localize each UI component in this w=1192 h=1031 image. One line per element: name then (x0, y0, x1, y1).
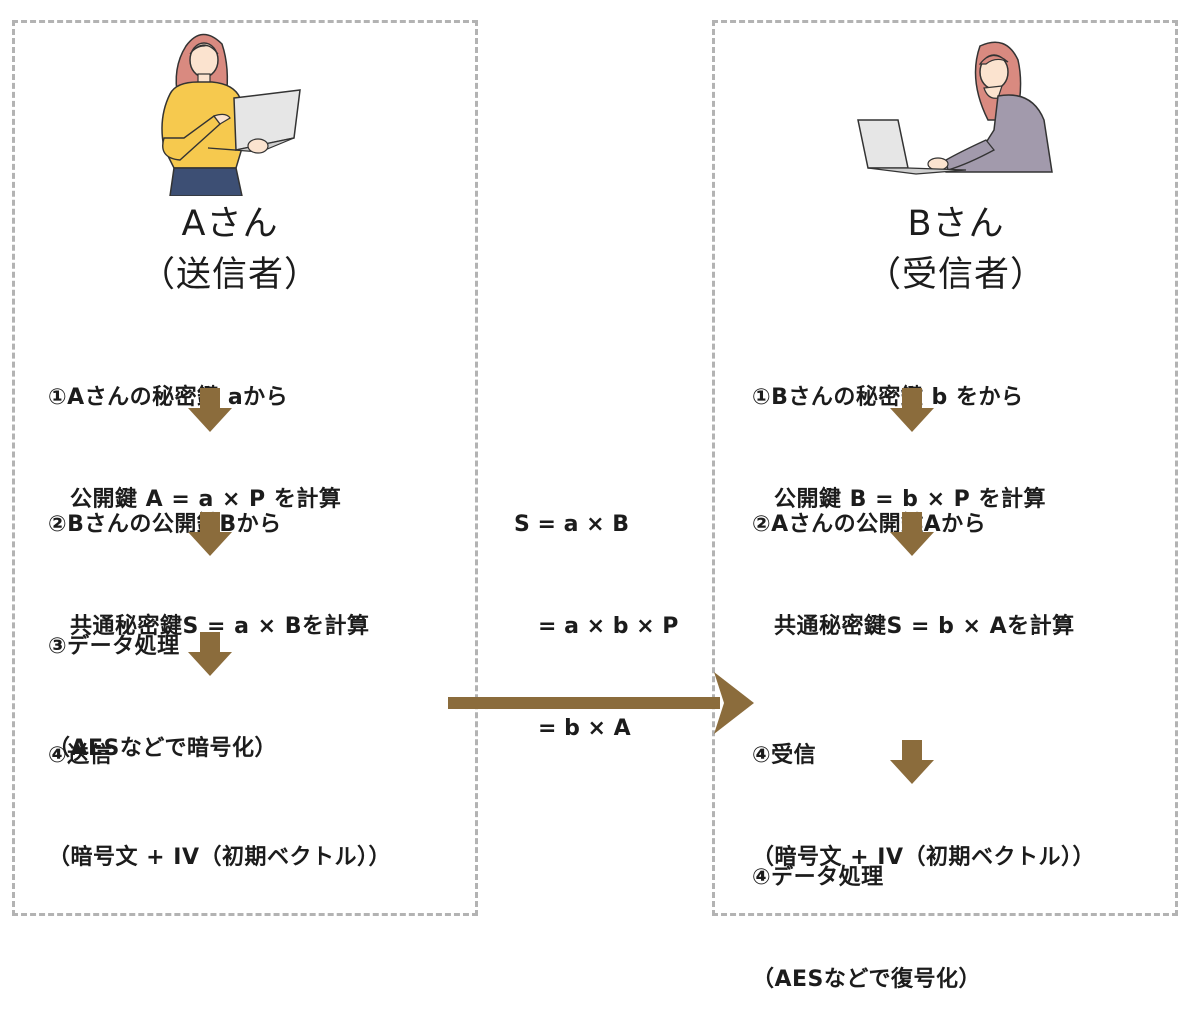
down-arrow-icon (188, 512, 232, 556)
receiver-step-2-line1: ②Aさんの公開鍵Aから (752, 512, 987, 537)
sender-step-1-line1: ①Aさんの秘密鍵 aから (48, 385, 289, 410)
sender-panel (12, 20, 478, 916)
receiver-step-3-line1: ④受信 (752, 743, 817, 768)
sender-step-1: ①Aさんの秘密鍵 aから 公開鍵 A = a × P を計算 (48, 313, 341, 551)
receiver-step-1-line2: 公開鍵 B = b × P を計算 (774, 487, 1046, 512)
down-arrow-icon (188, 632, 232, 676)
down-arrow-icon (890, 388, 934, 432)
receiver-step-3: ④受信 （暗号文 + IV（初期ベクトル）） (752, 671, 1095, 909)
sender-step-4-line1: ④送信 (48, 743, 113, 768)
receiver-step-1-line1: ①Bさんの秘密鍵 b をから (752, 385, 1024, 410)
send-arrow-icon (448, 672, 754, 734)
sender-step-3-line1: ③データ処理 (48, 634, 180, 659)
down-arrow-icon (890, 740, 934, 784)
sender-step-2-line1: ②Bさんの公開鍵Bから (48, 512, 282, 537)
sender-name: Aさん (181, 204, 279, 244)
receiver-step-2-line2: 共通秘密鍵S = b × Aを計算 (774, 614, 1075, 639)
receiver-name: Bさん (907, 204, 1005, 244)
down-arrow-icon (188, 388, 232, 432)
sender-step-1-line2: 公開鍵 A = a × P を計算 (70, 487, 342, 512)
receiver-panel (712, 20, 1178, 916)
receiver-step-3-line2: （暗号文 + IV（初期ベクトル）） (752, 845, 1095, 870)
formula-line-3: = b × A (538, 716, 631, 741)
receiver-person-illustration (857, 41, 1053, 175)
sender-person-illustration (161, 33, 301, 196)
receiver-step-4: ④データ処理 （AESなどで復号化） (752, 793, 981, 1031)
receiver-step-2: ②Aさんの公開鍵Aから 共通秘密鍵S = b × Aを計算 (752, 440, 1075, 678)
receiver-step-4-line2: （AESなどで復号化） (752, 967, 981, 992)
down-arrow-icon (890, 512, 934, 556)
sender-step-3: ③データ処理 （AESなどで暗号化） (48, 562, 277, 800)
shared-secret-formula: S = a × B = a × b × P = b × A (514, 440, 678, 780)
sender-step-3-line2: （AESなどで暗号化） (48, 736, 277, 761)
formula-line-2: = a × b × P (538, 614, 679, 639)
sender-step-4-line2: （暗号文 + IV（初期ベクトル）） (48, 845, 391, 870)
sender-role: （送信者） (139, 255, 320, 295)
receiver-role: （受信者） (865, 255, 1046, 295)
receiver-step-4-line1: ④データ処理 (752, 865, 884, 890)
sender-step-4: ④送信 （暗号文 + IV（初期ベクトル）） (48, 671, 391, 909)
formula-line-1: S = a × B (514, 512, 629, 537)
receiver-step-1: ①Bさんの秘密鍵 b をから 公開鍵 B = b × P を計算 (752, 313, 1046, 551)
